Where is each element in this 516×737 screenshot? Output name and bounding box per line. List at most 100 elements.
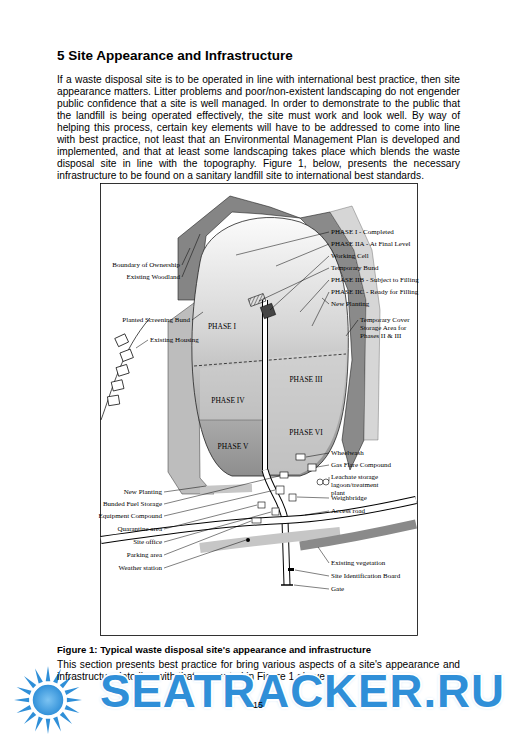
quarantine-area <box>258 502 265 508</box>
leader-line <box>312 292 329 326</box>
leader-line <box>317 465 329 467</box>
site-board <box>288 568 294 571</box>
sun-ray <box>24 676 36 688</box>
sun-ray <box>14 698 29 703</box>
callout-label: Equipment Compound <box>98 512 162 520</box>
house <box>116 364 129 376</box>
sun-ray <box>60 712 72 724</box>
haul-road <box>262 300 268 470</box>
phase-label: PHASE III <box>289 375 322 384</box>
leader-line <box>164 512 271 542</box>
equipment-compound <box>276 486 284 494</box>
phase-label: PHASE I <box>208 322 236 331</box>
leader-line <box>346 320 358 336</box>
leader-line <box>182 234 200 277</box>
leader-line <box>164 490 275 516</box>
wheelwash <box>296 454 305 460</box>
callout-label: New Planting <box>331 300 369 308</box>
leachate-lagoon <box>323 479 329 485</box>
leader-line <box>318 547 329 563</box>
callout-label: Existing vegetation <box>331 559 385 567</box>
callout-label: Weather station <box>118 564 162 572</box>
landfill-mound <box>192 217 348 476</box>
leader-line <box>305 511 329 515</box>
leader-line <box>164 521 251 555</box>
callout-label: Gate <box>331 585 344 593</box>
callout-label: PHASE IIA - At Final Level <box>331 240 411 248</box>
callout-label: Access road <box>331 507 365 515</box>
phase-label: PHASE V <box>218 442 249 451</box>
leader-line <box>329 477 330 481</box>
leader-line <box>236 232 329 255</box>
leader-line <box>164 476 279 504</box>
house <box>111 380 124 391</box>
sun-ray <box>65 687 80 695</box>
house <box>115 334 129 347</box>
haul-road <box>263 300 267 470</box>
house <box>107 395 119 406</box>
sun-ray <box>53 717 61 732</box>
callout-label: Existing Housing <box>150 336 199 344</box>
callout-label: PHASE IIC - Ready for Filling <box>331 288 418 296</box>
callout-label: PHASE I - Completed <box>331 228 394 236</box>
callout-label: Weighbridge <box>331 494 367 502</box>
sun-ray <box>17 687 32 695</box>
figure-caption: Figure 1: Typical waste disposal site's … <box>57 644 371 655</box>
phase-label: PHASE VI <box>289 428 322 437</box>
callout-label: Temporary Cover Storage Area for Phases … <box>360 316 414 340</box>
leader-line <box>300 280 329 312</box>
leader-line <box>297 497 329 498</box>
callout-label: Leachate storage lagoon/treatment plant <box>331 473 389 497</box>
house <box>120 349 133 361</box>
phase-boundary <box>198 420 262 421</box>
leader-line <box>306 453 329 457</box>
existing-housing <box>107 334 133 406</box>
page-number: 15 <box>253 700 263 710</box>
housing-road <box>101 318 150 420</box>
access-road <box>265 470 287 585</box>
leader-line <box>164 505 257 529</box>
existing-vegetation <box>300 524 416 546</box>
leader-line <box>294 585 329 589</box>
callout-label: PHASE IIB - Subject to Filling <box>331 276 419 284</box>
body-paragraph: If a waste disposal site is to be operat… <box>57 74 460 182</box>
leader-line <box>182 248 190 265</box>
callout-label: Boundary of Ownership <box>112 261 180 269</box>
callout-label: Site office <box>133 538 162 546</box>
callout-label: Parking area <box>127 551 162 559</box>
leader-line <box>136 340 148 348</box>
working-cell <box>260 303 275 318</box>
callout-label: New Planting <box>124 488 162 496</box>
watermark: SEATRACKER.RU <box>100 664 505 718</box>
fuel-storage <box>280 472 288 478</box>
callout-label: Planted Screening Bund <box>122 316 190 324</box>
temporary-bund <box>248 294 266 307</box>
callout-label: Quarantine area <box>118 525 163 533</box>
callout-label: Wheelwash <box>331 449 364 457</box>
leachate-lagoon <box>317 479 323 485</box>
figure-frame <box>101 184 418 636</box>
callout-label: Gas Flare Compound <box>331 461 391 469</box>
leader-line <box>295 570 329 576</box>
leader-line <box>192 312 203 320</box>
sun-ray <box>35 717 43 732</box>
gate <box>281 584 293 586</box>
sun-ray <box>35 669 43 684</box>
access-road <box>265 470 287 585</box>
sun-ray <box>65 705 80 713</box>
leader-line <box>322 298 329 304</box>
phase-area <box>200 362 262 420</box>
leader-line <box>276 244 329 266</box>
sun-ray <box>46 666 51 681</box>
parking-area <box>252 518 261 523</box>
callout-label: Working Cell <box>331 252 369 260</box>
leader-line <box>270 256 329 310</box>
weather-station <box>246 538 250 542</box>
sun-ray <box>46 719 51 734</box>
weighbridge <box>289 494 296 501</box>
callout-label: Temporary Bund <box>331 264 379 272</box>
sun-ray <box>24 712 36 724</box>
phase-label: PHASE IV <box>211 396 245 405</box>
gas-flare-compound <box>308 464 316 471</box>
